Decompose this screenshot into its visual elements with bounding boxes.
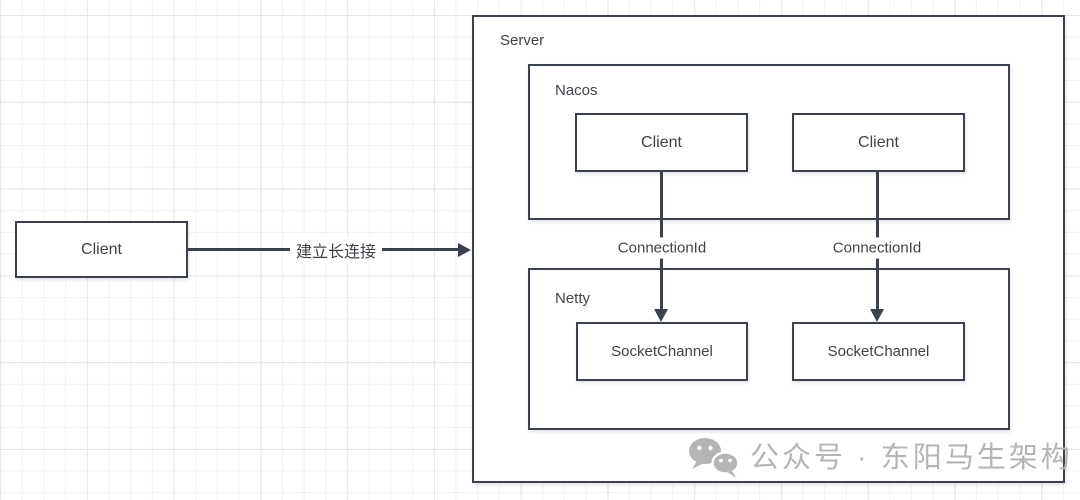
nacos-client-box-1: Client bbox=[575, 113, 748, 172]
arrow-right-icon bbox=[458, 243, 471, 257]
arrow-down-icon-2 bbox=[870, 309, 884, 322]
connectionid-label-1: ConnectionId bbox=[611, 237, 713, 259]
socketchannel-box-2: SocketChannel bbox=[792, 322, 965, 381]
socketchannel-box-1: SocketChannel bbox=[576, 322, 748, 381]
socketchannel-label-1: SocketChannel bbox=[611, 343, 713, 360]
arrow-down-icon-1 bbox=[654, 309, 668, 322]
nacos-client-label-1: Client bbox=[641, 133, 682, 151]
wechat-icon bbox=[689, 438, 740, 478]
connect-arrow-label: 建立长连接 bbox=[289, 236, 383, 264]
socketchannel-label-2: SocketChannel bbox=[827, 343, 930, 360]
external-client-box: Client bbox=[15, 221, 188, 278]
external-client-label: Client bbox=[81, 240, 122, 258]
nacos-client-box-2: Client bbox=[792, 113, 965, 172]
nacos-label: Nacos bbox=[555, 82, 598, 99]
connectionid-label-2: ConnectionId bbox=[826, 237, 928, 259]
netty-label: Netty bbox=[555, 290, 591, 307]
server-label: Server bbox=[500, 32, 545, 49]
watermark: 公众号 · 东阳马生架构 bbox=[688, 436, 1073, 480]
watermark-text: 公众号 · 东阳马生架构 bbox=[750, 442, 1073, 474]
nacos-client-label-2: Client bbox=[858, 133, 899, 151]
